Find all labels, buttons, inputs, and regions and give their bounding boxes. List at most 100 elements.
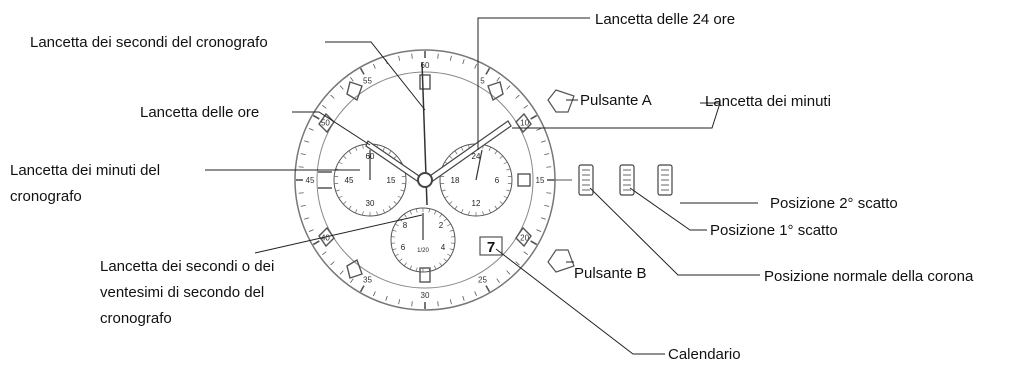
subdial-tick <box>393 155 397 159</box>
subdial-bottom-2: 2 <box>439 221 444 230</box>
subdial-tick <box>449 229 454 232</box>
label-seconds-3: cronografo <box>100 310 172 327</box>
subdial-left: 60 15 30 45 <box>333 143 407 217</box>
bezel-tick <box>330 94 335 99</box>
bezel-tick <box>359 285 365 293</box>
bezel-tick <box>515 261 520 266</box>
subdial-tick <box>461 209 464 214</box>
subdial-tick <box>482 211 484 216</box>
subdial-tick <box>376 211 378 216</box>
bezel-tick <box>398 55 401 61</box>
bezel-number: 35 <box>363 276 372 285</box>
subdial-tick <box>338 161 343 165</box>
bezel-tick <box>449 299 452 305</box>
bezel-number: 25 <box>478 276 487 285</box>
date-number: 7 <box>487 239 495 256</box>
label-seconds-1: Lancetta dei secondi o dei <box>100 258 274 275</box>
subdial-tick <box>454 150 458 155</box>
subdial-right-24: 24 <box>472 152 481 161</box>
bezel-tick <box>437 301 439 307</box>
bezel-tick <box>515 94 520 99</box>
subdial-tick <box>395 253 399 257</box>
subdial-bottom: 2 4 6 8 1/20 <box>390 207 456 273</box>
crown-normal <box>578 164 594 196</box>
bezel-number: 50 <box>321 119 330 128</box>
subdial-tick <box>403 213 407 218</box>
bezel-tick <box>322 251 327 255</box>
subdial-tick <box>503 195 508 199</box>
subdial-tick <box>441 189 446 192</box>
bezel-tick <box>304 217 310 220</box>
bezel-tick <box>411 301 413 307</box>
subdial-tick <box>348 205 352 210</box>
bezel-tick <box>385 295 388 301</box>
bezel-tick <box>506 85 511 90</box>
subdial-tick <box>392 229 397 232</box>
main-hands <box>365 61 512 206</box>
subdial-right-18: 18 <box>451 176 460 185</box>
bezel-tick <box>437 53 439 59</box>
subdial-tick <box>335 189 340 192</box>
bezel-tick <box>330 261 335 266</box>
bezel-tick <box>372 63 376 69</box>
subdial-tick <box>416 208 418 213</box>
subdial-right-6: 6 <box>495 176 500 185</box>
subdial-tick <box>494 150 498 155</box>
label-seconds-2: ventesimi di secondo del <box>100 284 264 301</box>
subdial-tick <box>503 161 508 165</box>
bezel-tick <box>485 67 491 75</box>
label-crown-normal: Posizione normale della corona <box>764 268 974 285</box>
subdial-tick <box>434 210 437 215</box>
subdial-tick <box>388 205 392 210</box>
subdial-tick <box>449 201 453 205</box>
subdial-tick <box>461 146 464 151</box>
subdial-tick <box>355 209 358 214</box>
subdial-tick <box>499 201 503 205</box>
subdial-tick <box>488 146 491 151</box>
subdial-tick <box>382 146 385 151</box>
bezel-tick <box>536 229 542 233</box>
bezel-tick <box>462 295 465 301</box>
bezel-tick <box>496 278 500 283</box>
subdial-tick <box>338 195 343 199</box>
subdial-tick <box>428 208 430 213</box>
bezel-tick <box>449 55 452 61</box>
subdial-left-15: 15 <box>387 176 396 185</box>
bezel-tick <box>298 192 304 194</box>
hour-markers <box>318 74 532 283</box>
subdial-tick <box>400 189 405 192</box>
bezel-tick <box>398 299 401 305</box>
subdial-left-45: 45 <box>345 176 354 185</box>
subdial-tick <box>449 248 454 251</box>
bezel-tick <box>523 251 528 255</box>
bezel-tick <box>546 192 552 194</box>
subdial-tick <box>454 205 458 210</box>
subdial-right: 24 6 12 18 <box>439 143 513 217</box>
bezel-tick <box>530 114 538 120</box>
bezel-tick <box>506 270 511 275</box>
subdial-tick <box>447 253 451 257</box>
subdial-tick <box>447 223 451 227</box>
subdial-tick <box>362 211 364 216</box>
bezel-tick <box>530 240 538 246</box>
bezel-tick <box>462 59 465 65</box>
bezel-number: 15 <box>536 176 545 185</box>
label-minute-hand: Lancetta dei minuti <box>705 93 831 110</box>
date-window: 7 <box>479 236 503 256</box>
pusher-a <box>547 89 575 113</box>
crown-position-2 <box>657 164 673 196</box>
pusher-b <box>547 249 575 273</box>
subdial-tick <box>439 262 443 267</box>
label-chrono-minute-hand-1: Lancetta dei minuti del <box>10 162 160 179</box>
bezel-number: 60 <box>421 61 430 70</box>
subdial-tick <box>393 201 397 205</box>
bezel-tick <box>359 67 365 75</box>
subdial-tick <box>397 195 402 199</box>
bezel-tick <box>544 153 550 156</box>
leader-lines <box>205 17 760 355</box>
bezel-tick <box>300 204 306 207</box>
bezel-tick <box>536 127 542 131</box>
label-chrono-seconds-hand: Lancetta dei secondi del cronografo <box>30 34 268 51</box>
